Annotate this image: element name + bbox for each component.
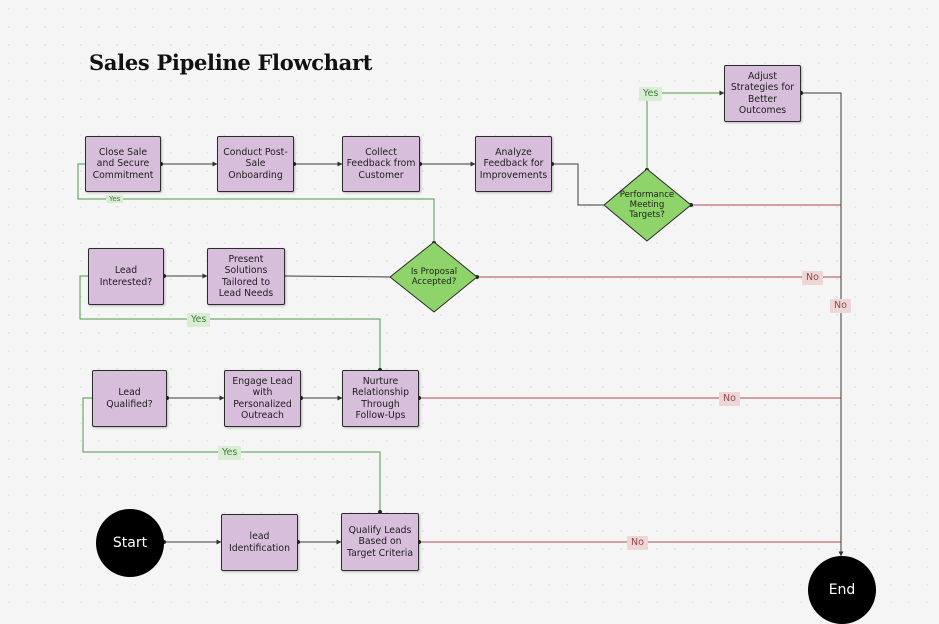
process-label: Nurture Relationship Through Follow-Ups	[351, 375, 410, 422]
process-analyze-feedback[interactable]: Analyze Feedback for Improvements	[475, 136, 552, 192]
process-engage-lead[interactable]: Engage Lead with Personalized Outreach	[224, 370, 301, 427]
process-nurture-relationship[interactable]: Nurture Relationship Through Follow-Ups	[342, 370, 419, 427]
no-label: No	[830, 299, 851, 313]
page-title: Sales Pipeline Flowchart	[89, 50, 373, 75]
process-label: Adjust Strategies for Better Outcomes	[730, 70, 795, 117]
process-label: Engage Lead with Personalized Outreach	[232, 375, 293, 422]
yes-label: Yes	[187, 313, 211, 327]
process-lead-interested[interactable]: Lead Interested?	[88, 248, 164, 305]
process-label: lead Identification	[229, 531, 290, 554]
connector-present-to-proposal	[284, 275, 391, 278]
connector-interested-yes	[79, 275, 381, 370]
no-label: No	[802, 271, 823, 285]
process-label: Present Solutions Tailored to Lead Needs	[218, 253, 274, 300]
process-qualify-leads[interactable]: Qualify Leads Based on Target Criteria	[341, 513, 419, 571]
process-lead-qualified[interactable]: Lead Qualified?	[92, 370, 167, 427]
end-node[interactable]: End	[808, 556, 876, 624]
process-collect-feedback[interactable]: Collect Feedback from Customer	[342, 136, 420, 192]
no-label: No	[719, 392, 740, 406]
process-present-solutions[interactable]: Present Solutions Tailored to Lead Needs	[207, 248, 285, 305]
process-close-sale[interactable]: Close Sale and Secure Commitment	[85, 136, 161, 192]
start-node[interactable]: Start	[96, 509, 164, 577]
connector-qualified-yes	[82, 397, 381, 512]
yes-label: Yes	[106, 195, 124, 203]
process-label: Collect Feedback from Customer	[346, 146, 416, 181]
connector-performance-yes	[646, 90, 725, 170]
process-label: Lead Interested?	[99, 265, 153, 288]
decision-performance-targets[interactable]: Performance Meeting Targets?	[619, 190, 675, 220]
connector-proposal-yes	[77, 163, 435, 243]
yes-label: Yes	[218, 446, 242, 460]
decision-proposal-shape	[389, 241, 478, 313]
yes-label: Yes	[639, 87, 663, 101]
decision-performance-shape	[603, 168, 692, 242]
decision-proposal-accepted[interactable]: Is Proposal Accepted?	[410, 267, 458, 287]
process-label: Qualify Leads Based on Target Criteria	[346, 524, 414, 559]
process-lead-identification[interactable]: lead Identification	[221, 514, 298, 571]
connector-adjust-to-end	[801, 92, 844, 557]
no-label: No	[627, 536, 648, 550]
connector-analyze-to-performance	[552, 163, 604, 206]
process-post-sale-onboarding[interactable]: Conduct Post-Sale Onboarding	[217, 136, 294, 192]
process-label: Conduct Post-Sale Onboarding	[223, 146, 288, 181]
process-label: Lead Qualified?	[106, 387, 153, 410]
process-label: Close Sale and Secure Commitment	[92, 146, 154, 181]
process-label: Analyze Feedback for Improvements	[479, 146, 548, 181]
process-adjust-strategies[interactable]: Adjust Strategies for Better Outcomes	[724, 65, 801, 122]
